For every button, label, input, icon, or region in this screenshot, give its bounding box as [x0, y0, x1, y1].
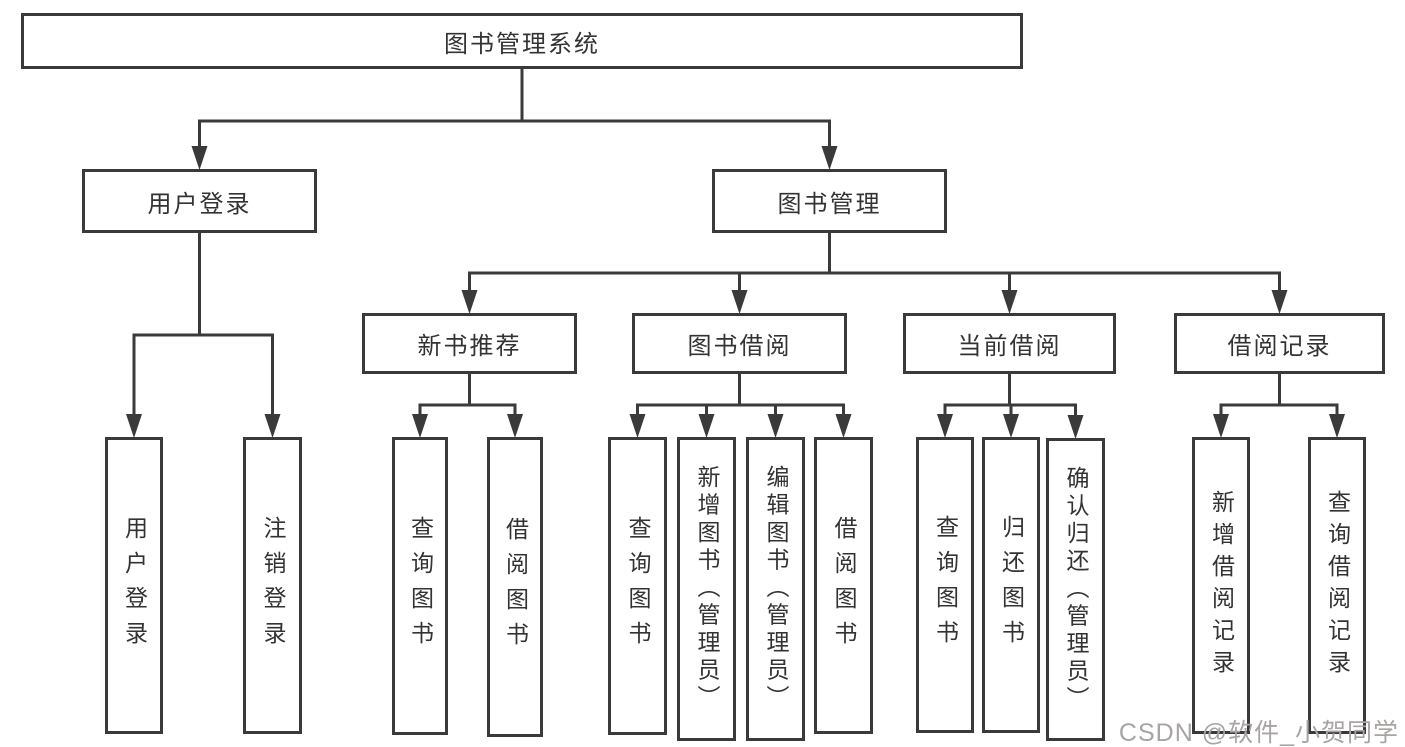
arrowhead: [264, 414, 281, 438]
node-label-br-add: 新增借阅记录: [1208, 489, 1235, 682]
diagram-node-nb-borrow: 借阅图书: [487, 437, 543, 737]
node-label-cb-query: 查询图书: [932, 515, 959, 655]
diagram-node-ul-logout: 注销登录: [243, 437, 302, 734]
diagram-node-ul-login: 用户登录: [105, 437, 163, 734]
diagram-node-bb-add: 新增图书（管理员）: [677, 437, 736, 741]
diagram-node-user-login: 用户登录: [82, 169, 317, 233]
arrowhead: [1213, 414, 1229, 438]
node-label-nb-query: 查询图书: [407, 516, 434, 656]
arrowhead: [507, 414, 523, 438]
node-label-ul-login: 用户登录: [121, 515, 148, 656]
arrowhead: [937, 414, 953, 438]
arrowhead: [835, 414, 852, 438]
node-label-new-book-rec: 新书推荐: [417, 333, 522, 360]
diagram-node-borrow-records: 借阅记录: [1174, 313, 1385, 374]
node-label-user-login: 用户登录: [147, 190, 252, 218]
diagram-node-nb-query: 查询图书: [392, 437, 448, 735]
node-label-root: 图书管理系统: [444, 30, 600, 58]
arrowhead: [731, 290, 748, 314]
arrowhead: [629, 414, 646, 438]
node-label-ul-logout: 注销登录: [260, 515, 286, 656]
diagram-node-cb-query: 查询图书: [916, 437, 974, 733]
arrowhead: [1271, 290, 1288, 314]
arrowhead: [126, 414, 142, 438]
diagram-node-bb-edit: 编辑图书（管理员）: [746, 437, 805, 741]
arrowhead: [1003, 414, 1019, 438]
diagram-node-br-add: 新增借阅记录: [1192, 437, 1250, 734]
node-label-bb-query: 查询图书: [625, 516, 651, 656]
node-label-nb-borrow: 借阅图书: [502, 517, 529, 657]
diagram-node-current-borrow: 当前借阅: [903, 313, 1116, 374]
node-label-book-borrow: 图书借阅: [687, 333, 792, 360]
arrowhead: [821, 146, 838, 170]
arrowhead: [767, 414, 784, 438]
node-label-cb-confirm: 确认归还（管理员）: [1063, 465, 1089, 714]
diagram-node-bb-query: 查询图书: [608, 437, 667, 735]
node-label-bb-edit: 编辑图书（管理员）: [763, 465, 789, 713]
arrowhead: [1067, 415, 1084, 439]
diagram-node-cb-confirm: 确认归还（管理员）: [1046, 438, 1105, 741]
node-label-bb-add: 新增图书（管理员）: [694, 465, 720, 713]
diagram-node-br-query: 查询借阅记录: [1308, 437, 1366, 734]
diagram-node-bb-borrow: 借阅图书: [814, 437, 873, 734]
node-label-br-query: 查询借阅记录: [1324, 489, 1351, 682]
node-label-book-mgmt: 图书管理: [777, 190, 882, 218]
node-label-bb-borrow: 借阅图书: [831, 515, 857, 656]
arrowhead: [191, 146, 208, 170]
node-label-borrow-records: 借阅记录: [1227, 333, 1332, 360]
node-label-cb-return: 归还图书: [998, 515, 1025, 655]
arrowhead: [461, 290, 478, 314]
diagram-node-book-mgmt: 图书管理: [712, 169, 947, 233]
diagram-node-new-book-rec: 新书推荐: [362, 313, 577, 374]
arrowhead: [1329, 414, 1345, 438]
node-label-current-borrow: 当前借阅: [957, 333, 1062, 360]
arrowhead: [412, 414, 428, 438]
arrowhead: [698, 414, 715, 438]
arrowhead: [1001, 290, 1018, 314]
diagram-node-root: 图书管理系统: [21, 13, 1023, 69]
diagram-node-cb-return: 归还图书: [982, 437, 1040, 733]
diagram-node-book-borrow: 图书借阅: [632, 313, 847, 374]
